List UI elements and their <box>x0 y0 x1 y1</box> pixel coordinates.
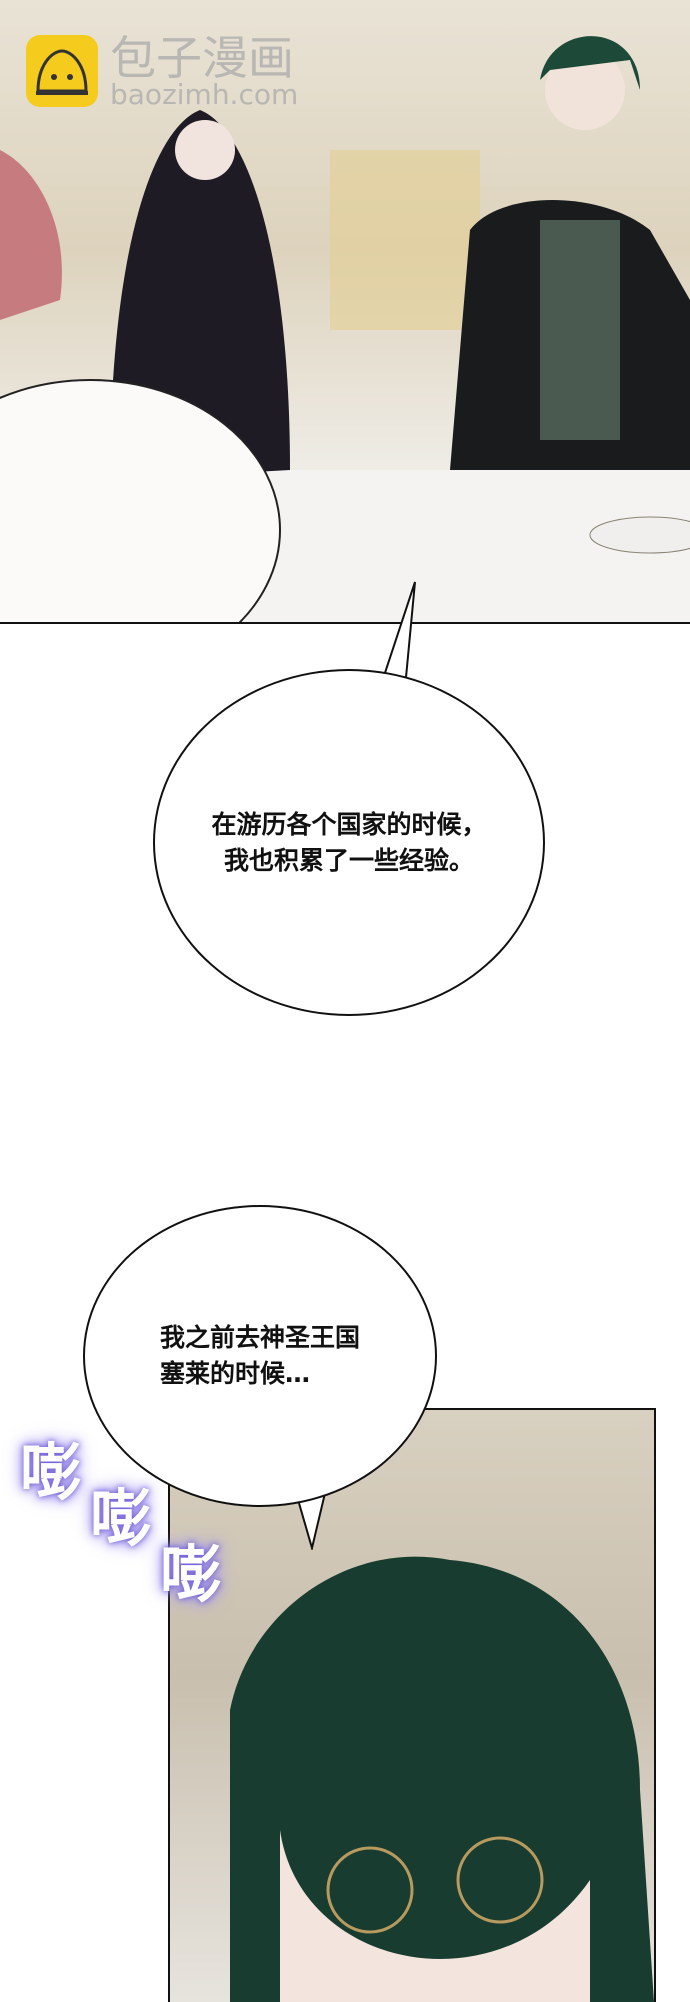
watermark-url: baozimh.com <box>110 78 299 111</box>
sound-effect: 嘭 嘭 嘭 <box>20 1440 222 1608</box>
panel-illustration <box>230 1556 654 2002</box>
bubble-1-line-1: 在游历各个国家的时候， <box>211 809 487 839</box>
watermark: 包子漫画 baozimh.com <box>26 31 299 111</box>
comic-panel-dining-hall <box>0 0 690 624</box>
panel-illustration <box>0 36 690 622</box>
sfx-char-3: 嘭 <box>160 1538 223 1611</box>
watermark-title: 包子漫画 <box>110 31 294 85</box>
sfx-char-2: 嘭 <box>90 1482 153 1555</box>
bun-logo-icon <box>26 35 98 107</box>
bubble-1-line-2: 我也积累了一些经验。 <box>223 845 474 875</box>
speech-bubble-1: 在游历各个国家的时候， 我也积累了一些经验。 <box>153 669 545 1016</box>
bubble-2-line-1: 我之前去神圣王国 <box>159 1323 360 1352</box>
speech-bubble-2: 我之前去神圣王国 塞莱的时候… <box>83 1205 437 1507</box>
bubble-2-line-2: 塞莱的时候… <box>159 1359 310 1388</box>
sfx-char-1: 嘭 <box>20 1436 83 1509</box>
comic-panel-green-haired-man <box>168 1408 656 2002</box>
